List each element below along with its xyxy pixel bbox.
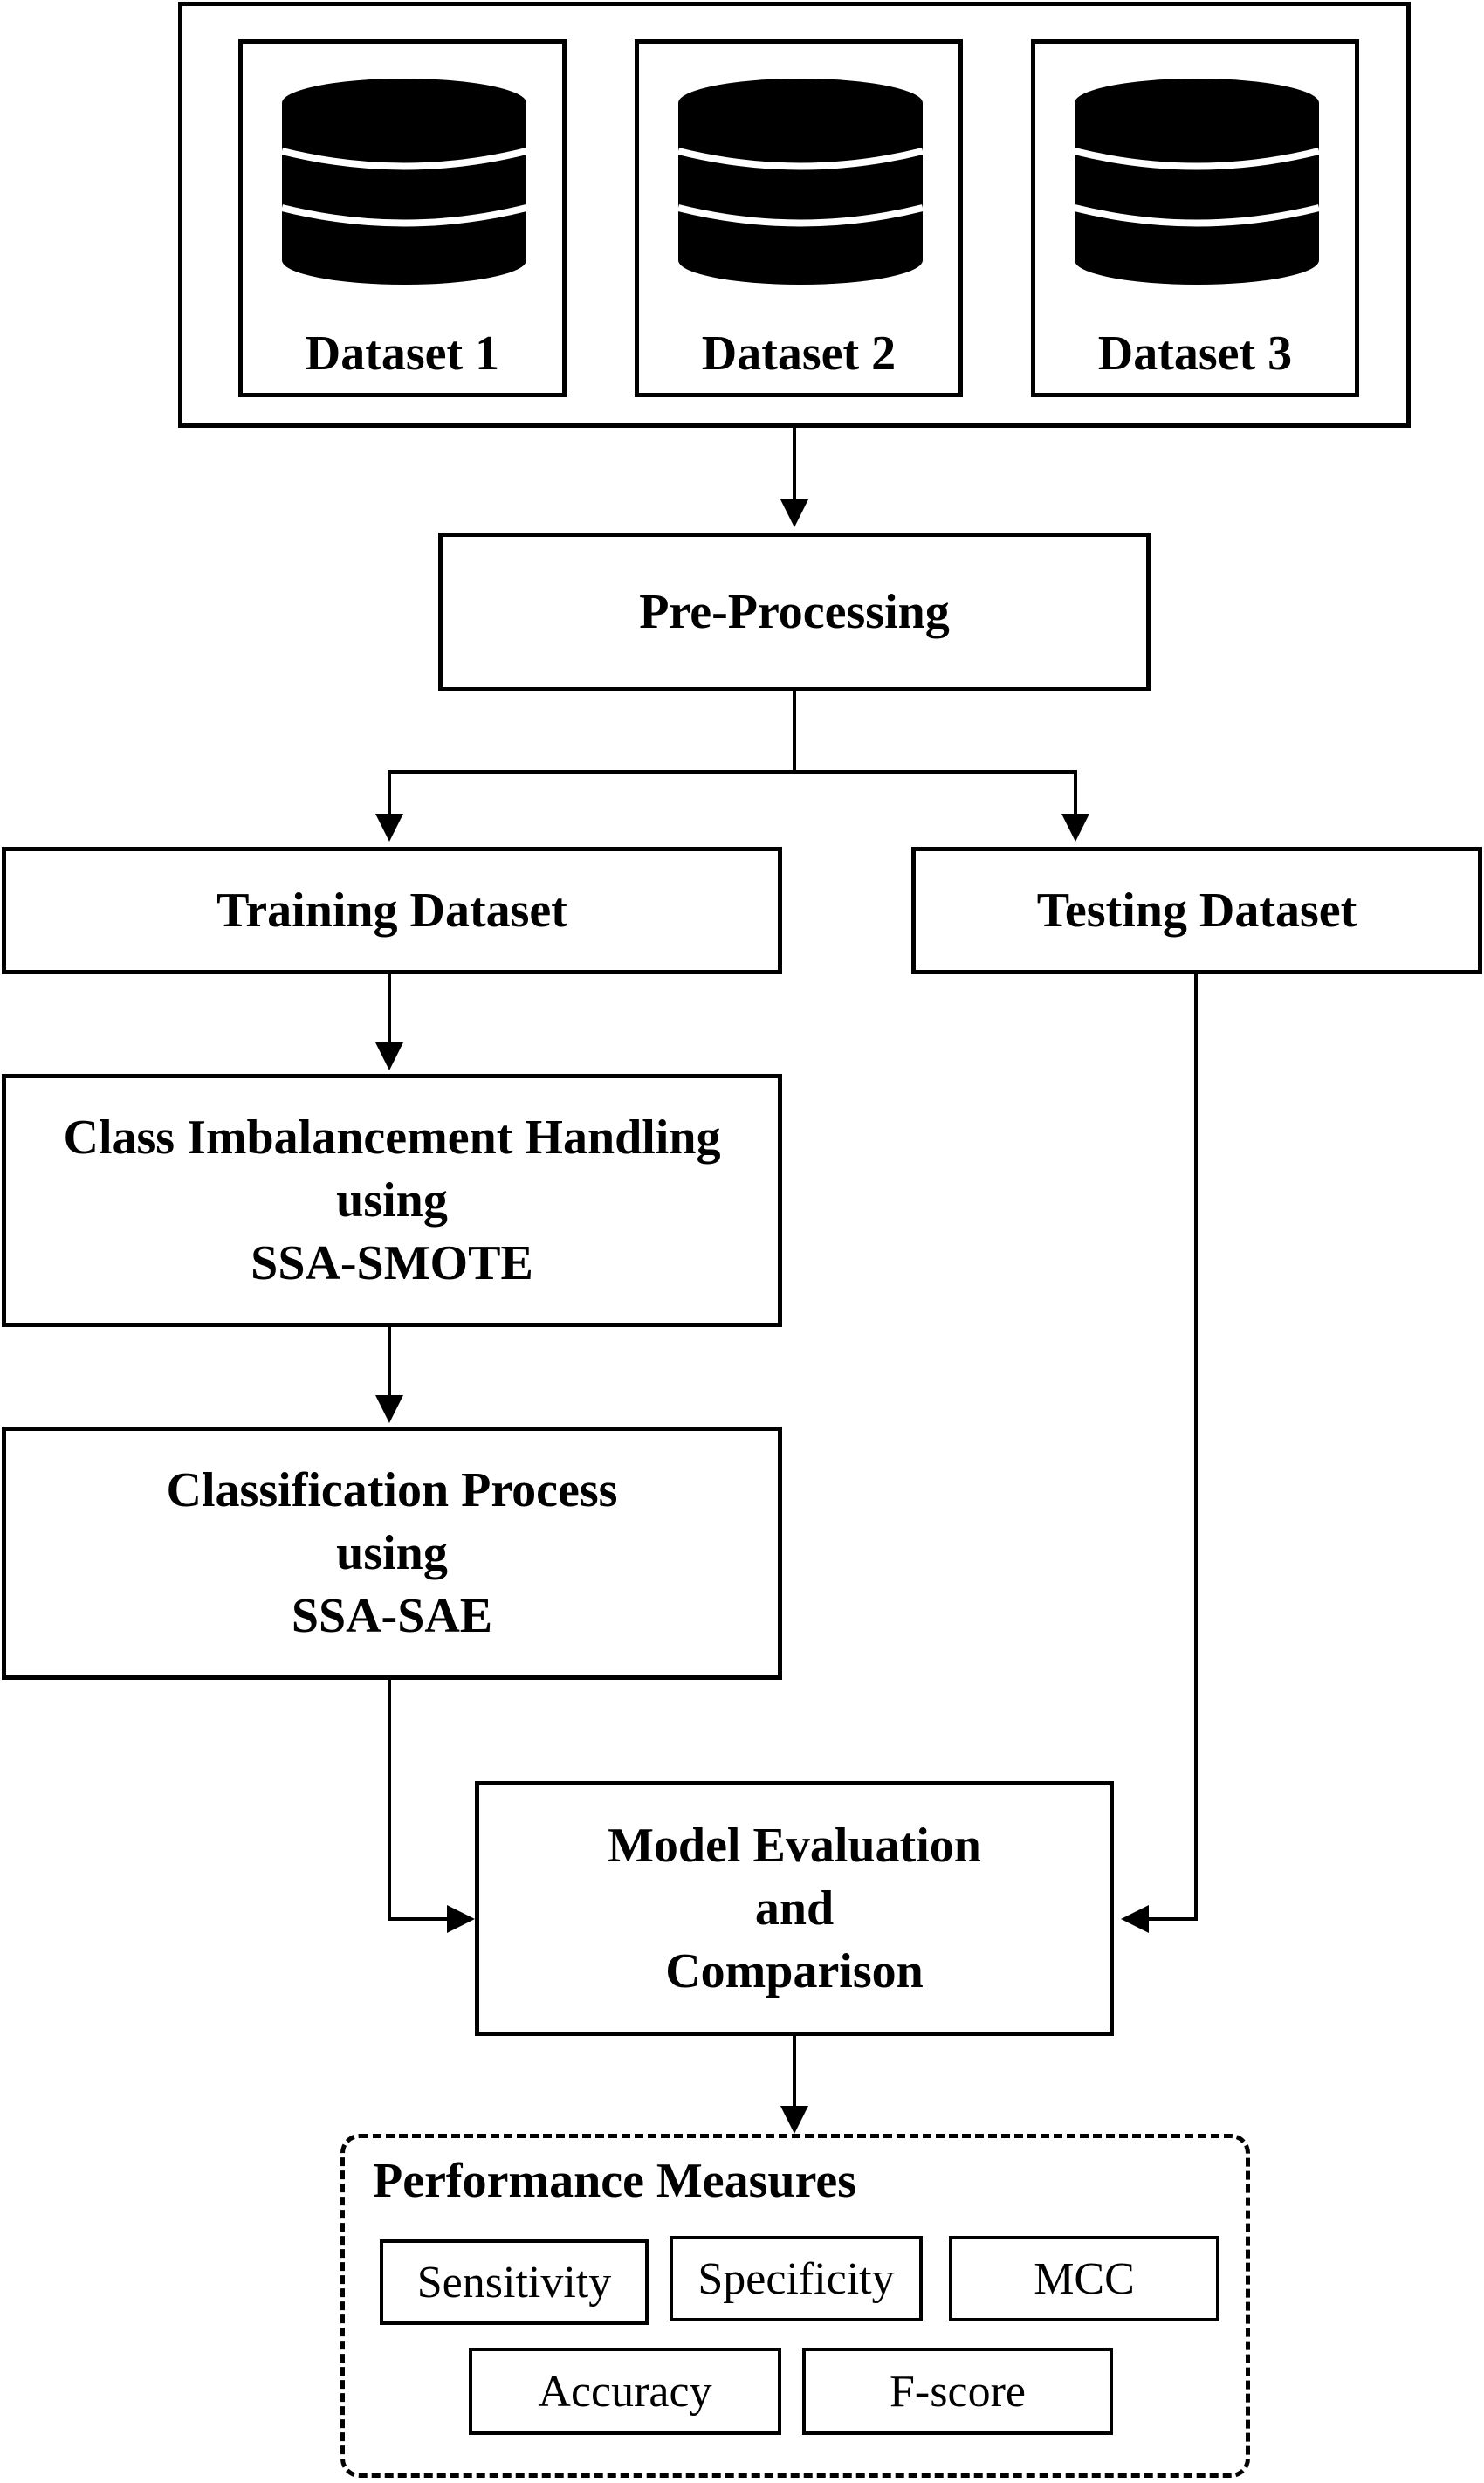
imbalance-handling-node: Class Imbalancement Handling using SSA-S… (2, 1074, 782, 1327)
database-icon (282, 79, 526, 285)
dataset-label: Dataset 3 (1097, 327, 1293, 381)
testing-dataset-node: Testing Dataset (911, 847, 1482, 974)
classification-line-3: SSA-SAE (291, 1589, 493, 1643)
classification-line-2: using (336, 1526, 448, 1580)
evaluation-line-3: Comparison (665, 1944, 924, 1998)
model-evaluation-node: Model Evaluation and Comparison (475, 1781, 1114, 2036)
performance-measures-title: Performance Measures (373, 2154, 857, 2208)
arrow-classification-to-evaluation (388, 1679, 475, 1933)
database-icon (678, 79, 923, 285)
classification-node: Classification Process using SSA-SAE (2, 1427, 782, 1680)
database-icon (1075, 79, 1319, 285)
imbalance-line-3: SSA-SMOTE (251, 1236, 533, 1290)
arrow-preprocessing-to-testing (794, 770, 1089, 842)
classification-line-1: Classification Process (166, 1463, 618, 1517)
testing-dataset-label: Testing Dataset (1036, 884, 1357, 938)
preprocessing-node: Pre-Processing (438, 533, 1151, 691)
evaluation-line-1: Model Evaluation (608, 1819, 981, 1873)
arrow-testing-to-evaluation (1121, 973, 1198, 1933)
metric-mcc: MCC (949, 2236, 1219, 2321)
training-dataset-label: Training Dataset (216, 884, 567, 938)
datasets-container: Dataset 1 Dataset 2 Dataset 3 (178, 2, 1411, 428)
dataset-label: Dataset 2 (701, 327, 897, 381)
imbalance-line-2: using (336, 1173, 448, 1228)
performance-measures-group: Performance Measures Sensitivity Specifi… (340, 2134, 1250, 2478)
imbalance-line-1: Class Imbalancement Handling (63, 1111, 721, 1165)
metric-accuracy: Accuracy (469, 2348, 781, 2435)
metric-f-score: F-score (802, 2348, 1113, 2435)
training-dataset-node: Training Dataset (2, 847, 782, 974)
evaluation-line-2: and (754, 1881, 835, 1936)
metric-specificity: Specificity (670, 2236, 923, 2321)
dataset-card: Dataset 2 (635, 39, 963, 397)
preprocessing-label: Pre-Processing (639, 585, 950, 639)
dataset-card: Dataset 1 (238, 39, 567, 397)
metric-sensitivity: Sensitivity (380, 2239, 649, 2325)
arrow-preprocessing-to-training (375, 690, 796, 842)
dataset-card: Dataset 3 (1031, 39, 1359, 397)
dataset-label: Dataset 1 (305, 327, 500, 381)
